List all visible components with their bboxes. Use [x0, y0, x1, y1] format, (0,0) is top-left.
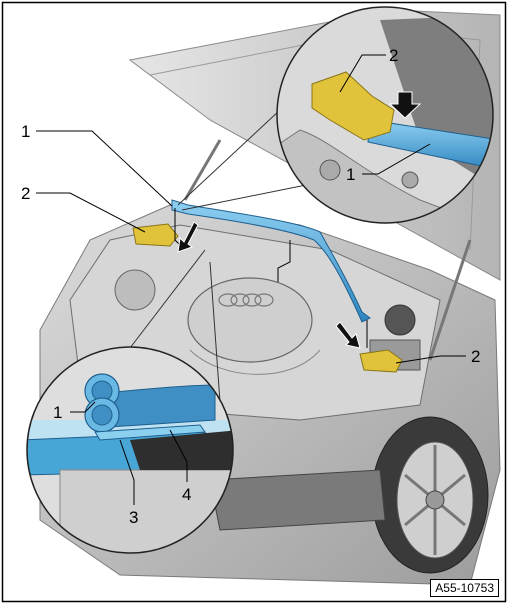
callout-2-right: 2: [471, 347, 480, 366]
push-arrow-right: [335, 321, 361, 349]
callout-4-bottom-inset: 4: [182, 485, 191, 504]
callout-3-bottom-inset: 3: [129, 508, 138, 527]
hood-strut: [428, 239, 472, 361]
bracket-left: [132, 223, 179, 247]
push-arrow-left: [177, 221, 199, 253]
bracket-right: [359, 349, 403, 373]
detail-inset-bottom: [26, 346, 234, 554]
engine-cover: [187, 277, 313, 363]
callout-2-left: 2: [21, 184, 30, 203]
callout-1-bottom-inset: 1: [53, 403, 62, 422]
callout-1-top-inset: 1: [346, 165, 355, 184]
bracket-detail-top: [311, 71, 395, 141]
callout-2-top-inset: 2: [389, 46, 398, 65]
leader-lines: [36, 54, 466, 505]
push-arrow-top-inset: [388, 91, 422, 119]
front-wheel: [371, 416, 489, 574]
figure-id-label: A55-10753: [430, 579, 499, 597]
callout-1-main: 1: [21, 122, 30, 141]
drain-hose: [171, 199, 371, 323]
engine-cover-rings: [218, 293, 274, 307]
